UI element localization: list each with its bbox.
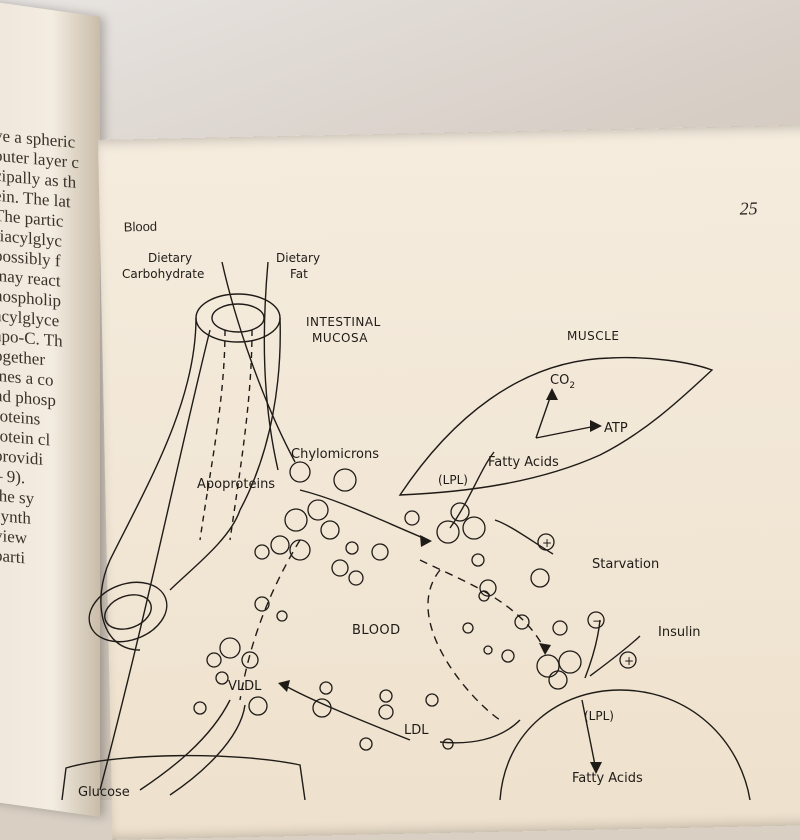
plus-sign-starvation: + <box>542 536 552 550</box>
label-ldl: LDL <box>404 723 429 738</box>
label-apoproteins: Apoproteins <box>197 477 275 492</box>
label-fatty-acids-adipose: Fatty Acids <box>572 771 643 786</box>
label-starvation: Starvation <box>592 557 659 572</box>
label-lpl-muscle: (LPL) <box>438 473 468 487</box>
lipoprotein-diagram: Dietary Carbohydrate Dietary Fat INTESTI… <box>61 251 751 800</box>
plus-circle-starvation <box>537 533 555 551</box>
adipose-cell-outline <box>499 689 751 800</box>
muscle-cell-outline <box>398 356 714 496</box>
intestine-tube <box>88 293 281 651</box>
label-muscle: MUSCLE <box>567 329 619 343</box>
label-insulin: Insulin <box>658 625 701 640</box>
label-dietary-carbohydrate-1: Dietary <box>148 251 192 265</box>
lipoprotein-particles <box>193 461 582 751</box>
plus-sign-insulin: + <box>624 654 634 668</box>
label-atp: ATP <box>604 421 628 436</box>
label-vldl: VLDL <box>228 679 262 694</box>
label-co2: CO2 <box>550 373 575 391</box>
glucose-box <box>61 754 306 800</box>
label-fatty-acids-muscle: Fatty Acids <box>488 455 559 470</box>
minus-sign-starvation: − <box>592 614 602 628</box>
label-intestinal: INTESTINAL <box>306 315 381 329</box>
label-dietary-fat-1: Dietary <box>276 251 320 265</box>
label-glucose: Glucose <box>78 785 130 800</box>
plus-circle-insulin <box>619 651 637 669</box>
label-dietary-fat-2: Fat <box>290 267 308 281</box>
label-lpl-adipose: (LPL) <box>584 709 614 723</box>
label-mucosa: MUCOSA <box>312 331 368 345</box>
label-blood: BLOOD <box>352 623 401 638</box>
label-dietary-carbohydrate-2: Carbohydrate <box>122 267 204 281</box>
minus-circle-starvation <box>587 611 605 629</box>
label-chylomicrons: Chylomicrons <box>291 447 379 462</box>
